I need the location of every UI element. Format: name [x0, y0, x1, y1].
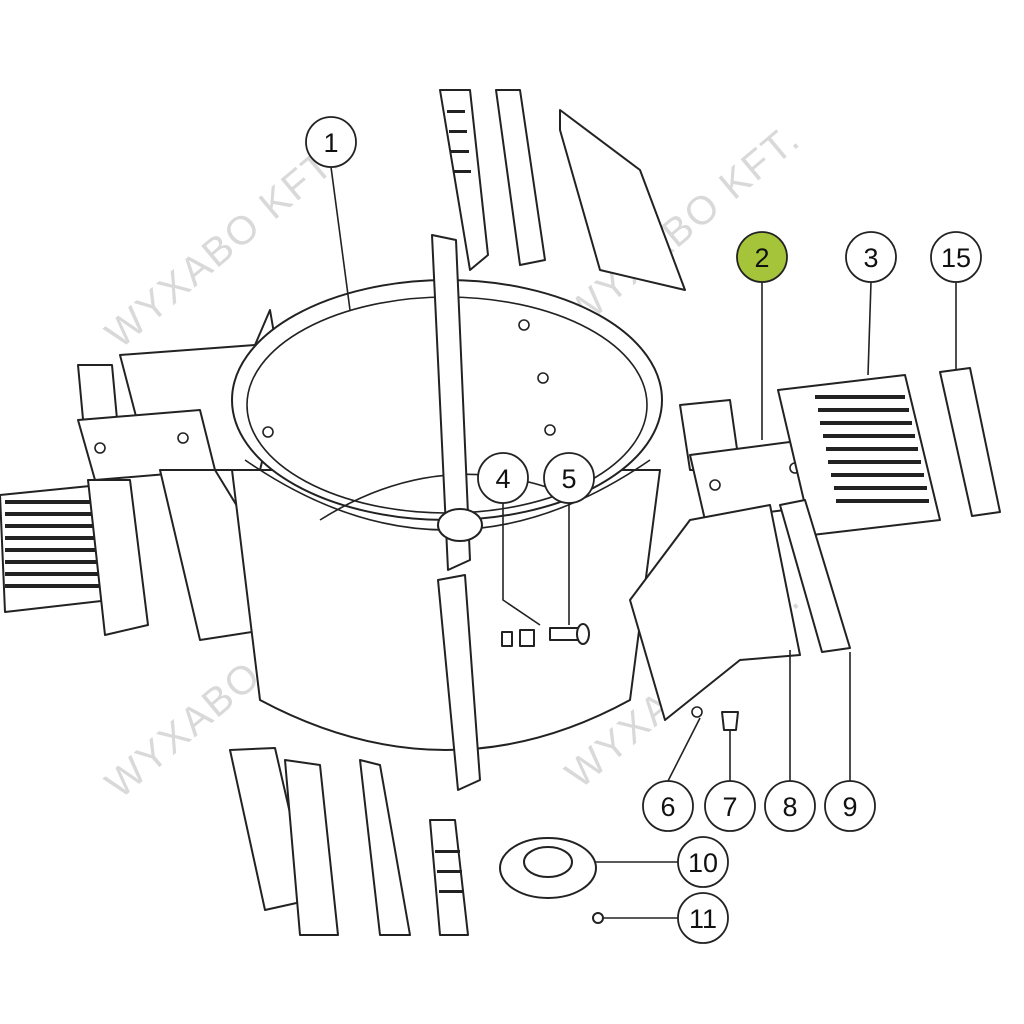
callout-circle — [824, 780, 876, 832]
callout-4[interactable]: 4 — [477, 452, 529, 504]
callout-label: 6 — [660, 792, 675, 822]
callout-circle — [845, 231, 897, 283]
callout-2[interactable]: 2 — [736, 231, 788, 283]
callout-circle — [543, 452, 595, 504]
callouts: 1 2 3 15 4 5 6 7 8 9 10 11 — [305, 116, 982, 944]
callout-7[interactable]: 7 — [704, 780, 756, 832]
right-blade-assembly — [629, 367, 1001, 731]
callout-circle — [930, 231, 982, 283]
callout-label: 1 — [323, 128, 338, 158]
callout-circle — [305, 116, 357, 168]
callout-5[interactable]: 5 — [543, 452, 595, 504]
callout-11[interactable]: 11 — [677, 892, 729, 944]
callout-9[interactable]: 9 — [824, 780, 876, 832]
leader-lines — [330, 166, 957, 919]
callout-circle — [736, 231, 788, 283]
main-housing-part-1 — [231, 234, 663, 791]
top-blade-assembly — [439, 89, 686, 291]
callout-15[interactable]: 15 — [930, 231, 982, 283]
callout-label: 7 — [722, 792, 737, 822]
left-blade-assembly — [0, 309, 283, 641]
callout-label: 11 — [689, 904, 717, 934]
callout-label: 15 — [941, 243, 971, 273]
callout-10[interactable]: 10 — [677, 836, 729, 888]
callout-circle — [704, 780, 756, 832]
callout-6[interactable]: 6 — [642, 780, 694, 832]
callout-label: 3 — [863, 243, 878, 273]
callout-label: 5 — [561, 464, 576, 494]
callout-label: 8 — [782, 792, 797, 822]
callout-circle — [477, 452, 529, 504]
callout-circle — [764, 780, 816, 832]
callout-3[interactable]: 3 — [845, 231, 897, 283]
callout-circle — [677, 892, 729, 944]
callout-label: 2 — [754, 243, 769, 273]
callout-8[interactable]: 8 — [764, 780, 816, 832]
callout-label: 4 — [495, 464, 510, 494]
cover-plate-part-10 — [499, 837, 604, 924]
callout-circle — [677, 836, 729, 888]
bolt-assembly — [501, 623, 590, 647]
callout-1[interactable]: 1 — [305, 116, 357, 168]
bottom-blade-assembly — [229, 747, 469, 936]
callout-label: 10 — [688, 848, 718, 878]
callout-circle — [642, 780, 694, 832]
callout-label: 9 — [842, 792, 857, 822]
